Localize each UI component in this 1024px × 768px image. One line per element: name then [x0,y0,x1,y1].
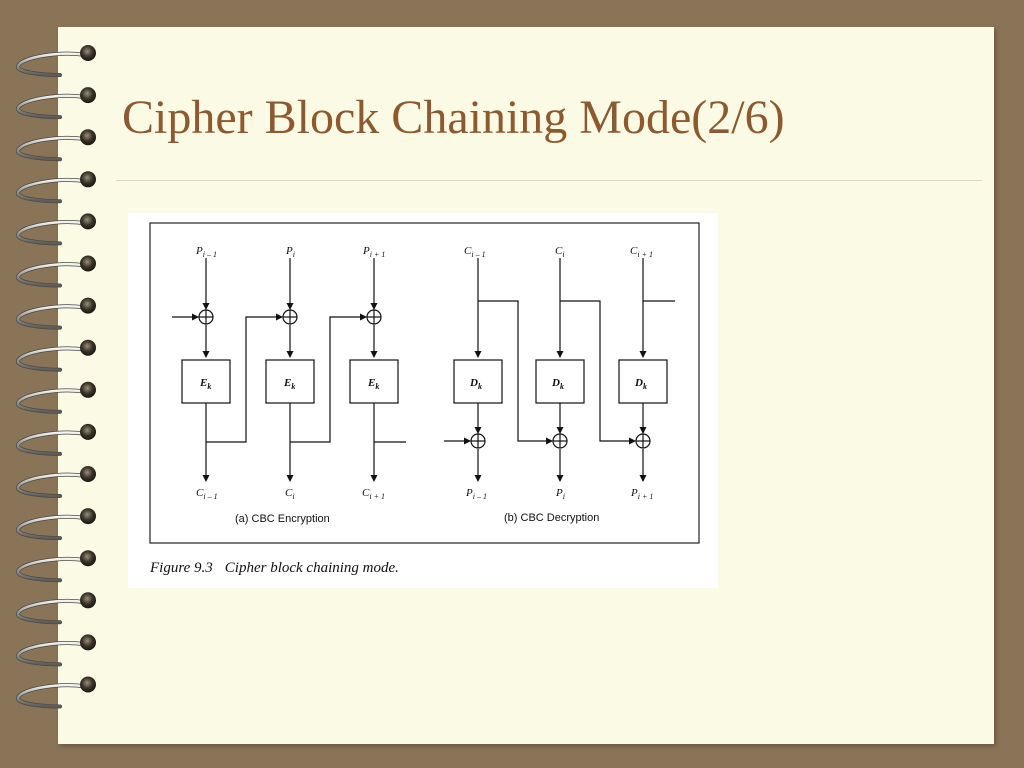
figure-title: Cipher block chaining mode. [225,560,399,576]
punch-hole [80,129,96,146]
binding-ring [16,171,96,204]
cbc-figure: Pi – 1 Pi Pi + 1 Ek Ek Ek Ci – 1 Ci Ci +… [128,213,718,588]
punch-hole [80,171,96,188]
enc-output-label: Ci + 1 [362,487,385,501]
punch-hole [80,423,96,440]
binding-ring [16,381,96,414]
binding-ring [16,339,96,372]
binding-ring [16,634,96,667]
enc-output-label: Ci [285,487,295,501]
encryption-blocks [181,359,399,404]
enc-output-label: Ci – 1 [196,487,218,501]
decryption-xor-nodes [470,433,651,449]
dec-block-label: Dk [634,377,647,391]
enc-input-label: Pi [285,245,295,259]
decrypt-block [535,359,585,404]
punch-hole [80,297,96,314]
punch-hole [80,508,96,525]
binding-ring [16,508,96,541]
enc-input-label: Pi – 1 [195,245,217,259]
encryption-xor-nodes [198,309,382,325]
binding-ring [16,213,96,246]
enc-block-label: Ek [199,377,211,391]
encryption-caption: (a) CBC Encryption [235,513,330,525]
punch-hole [80,213,96,230]
binding-ring [16,466,96,498]
binding-ring [16,45,96,77]
punch-hole [80,45,96,61]
binding-ring [16,255,96,288]
binding-ring [16,423,96,456]
cbc-diagram: Pi – 1 Pi Pi + 1 Ek Ek Ek Ci – 1 Ci Ci +… [149,222,700,576]
dec-output-label: Pi + 1 [630,487,653,501]
punch-hole [80,381,96,398]
punch-hole [80,676,96,693]
enc-block-label: Ek [283,377,295,391]
enc-block-label: Ek [367,377,379,391]
decryption-wiring [444,258,675,482]
punch-hole [80,592,96,609]
figure-caption: Figure 9.3 Cipher block chaining mode. [149,560,399,576]
decrypt-block [453,359,503,404]
enc-input-label: Pi + 1 [362,245,385,259]
dec-output-label: Pi [555,487,565,501]
dec-block-label: Dk [551,377,564,391]
dec-input-label: Ci + 1 [630,245,653,259]
encrypt-block [349,359,399,404]
slide-title: Cipher Block Chaining Mode(2/6) [122,91,785,144]
dec-input-label: Ci [555,245,565,259]
punch-hole [80,634,96,651]
decrypt-block [618,359,668,404]
binding-ring [16,592,96,625]
binding-ring [16,550,96,583]
binding-ring [16,297,96,330]
binding-ring [16,676,96,709]
punch-hole [80,255,96,272]
encrypt-block [265,359,315,404]
title-divider [116,180,982,181]
encryption-wiring [172,258,406,482]
dec-output-label: Pi – 1 [465,487,487,501]
punch-hole [80,87,96,104]
spiral-binding [16,45,96,709]
decryption-blocks [453,359,668,404]
dec-block-label: Dk [469,377,482,391]
figure-number: Figure 9.3 [149,560,213,576]
encrypt-block [181,359,231,404]
punch-hole [80,466,96,482]
punch-hole [80,550,96,567]
punch-hole [80,339,96,356]
binding-ring [16,129,96,162]
diagram-frame [149,222,700,544]
binding-ring [16,87,96,120]
decryption-caption: (b) CBC Decryption [504,512,599,524]
dec-input-label: Ci – 1 [464,245,486,259]
